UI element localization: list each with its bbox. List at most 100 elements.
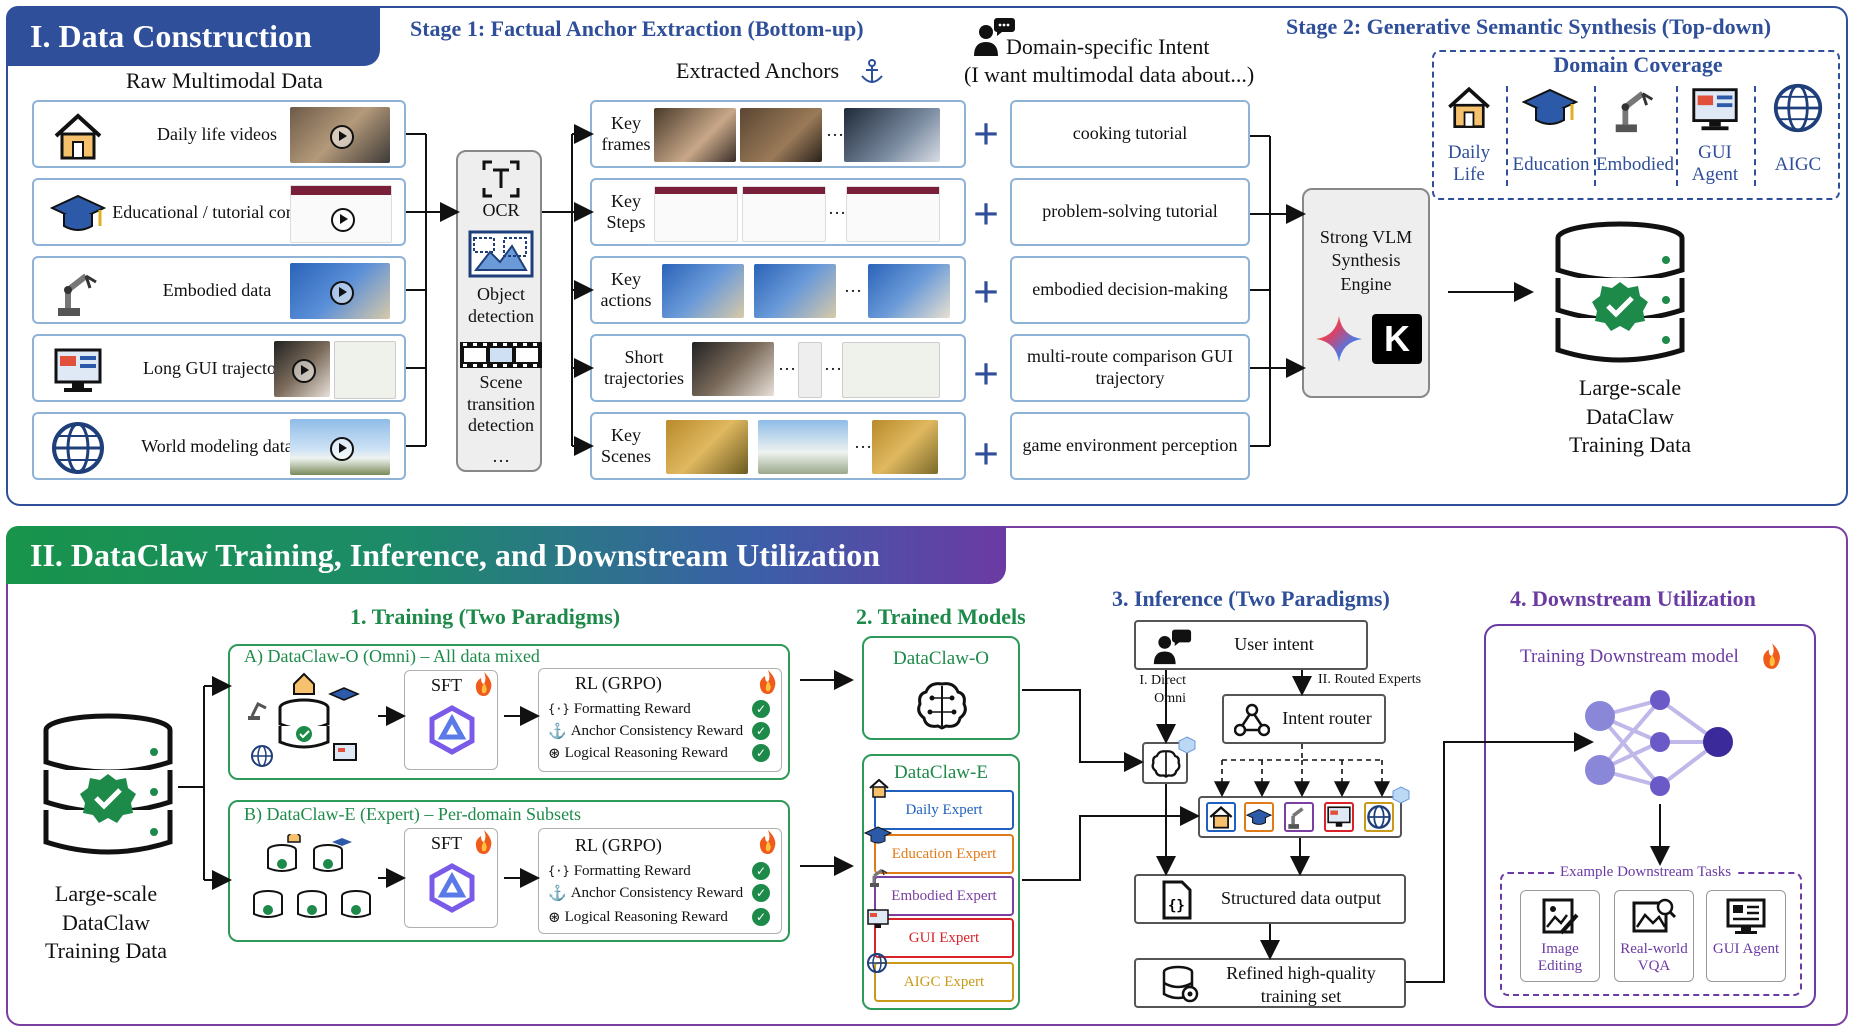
tool-ocr: OCR [482,200,520,220]
map-thumbnail [334,341,396,399]
refined-set-box: Refined high-quality training set [1134,958,1406,1008]
task-label: Real-world VQA [1620,941,1688,975]
anchor-label: Short trajectories [604,347,684,388]
stage1-title: Stage 1: Factual Anchor Extraction (Bott… [410,16,864,41]
database-icon [40,712,176,862]
downstream-header: 4. Downstream Utilization [1510,586,1756,611]
intent-embodied: embodied decision-making [1010,256,1250,324]
play-icon [331,208,355,232]
reward-label: Logical Reasoning Reward [564,744,728,761]
fire-icon [473,671,495,697]
computer-screen-icon [1725,897,1767,937]
extraction-tools-panel: OCR Object detection Scene transition de… [456,150,542,472]
expert-slot-embodied [1284,802,1314,832]
domain-daily-life: Daily Life [1447,142,1491,185]
ellipsis: … [826,120,844,140]
globe-icon [1772,82,1824,134]
intent-gui: multi-route comparison GUI trajectory [1010,334,1250,402]
anchor-short-trajectories: Short trajectories … … [590,334,966,402]
reward-label: Logical Reasoning Reward [564,908,728,925]
anchor-key-scenes: Key Scenes … [590,412,966,480]
json-file-icon: {} [1160,880,1194,920]
video-thumbnail [290,185,392,243]
anchor-icon [858,58,886,86]
anchor-key-actions: Key actions … [590,256,966,324]
raw-data-header: Raw Multimodal Data [126,68,323,93]
database-gear-icon [1160,964,1200,1004]
database-icon [1552,220,1688,370]
play-icon [330,437,354,461]
raw-item-education: Educational / tutorial content [32,178,406,246]
video-thumbnail [290,419,390,475]
user-chat-icon [1152,626,1192,666]
domain-education: Education [1512,154,1590,175]
downstream-model-label: Training Downstream model [1520,646,1739,667]
expert-slot-daily [1206,802,1236,832]
check-icon: ✓ [752,722,770,740]
robot-arm-icon [50,264,106,320]
raw-item-label: Educational / tutorial content [112,201,322,222]
anchor-icon: ⚓ [548,723,567,740]
frame-thumbnail [844,108,940,162]
task-gui-agent: GUI Agent [1706,890,1786,982]
frame-thumbnail [654,108,736,162]
plus-icon: + [972,348,1000,399]
reward-label: Anchor Consistency Reward [570,722,744,739]
expert-gui: GUI Expert [874,918,1014,958]
expert-education: Education Expert [874,834,1014,874]
structured-output-label: Structured data output [1221,888,1381,908]
raw-item-label: Embodied data [162,279,272,300]
house-icon [868,778,890,798]
check-icon: ✓ [752,700,770,718]
slide-thumbnail [654,186,738,242]
reward-label: Formatting Reward [573,700,691,717]
anchor-label: Key Steps [606,191,646,232]
frame-thumbnail [758,420,848,474]
check-icon: ✓ [752,862,770,880]
fire-icon [473,829,495,855]
task-real-world-vqa: Real-world VQA [1614,890,1694,982]
sft-label: SFT [431,675,463,695]
graduation-cap-icon [1520,86,1580,130]
expert-selection-bar [1198,796,1402,838]
anchor-label: Key frames [601,113,651,154]
structured-output-box: {} Structured data output [1134,874,1406,924]
rl-label: RL (GRPO) [575,673,662,693]
sft-stage-a: SFT [404,670,498,770]
intent-router-box: Intent router [1222,694,1386,744]
example-tasks-label: Example Downstream Tasks [1556,864,1736,881]
plus-icon: + [972,266,1000,317]
stage2-title: Stage 2: Generative Semantic Synthesis (… [1286,14,1772,39]
play-icon [330,281,354,305]
cube-icon [1392,786,1410,804]
domain-aigc: AIGC [1774,154,1822,175]
check-icon: ✓ [752,744,770,762]
map-thumbnail [842,342,940,398]
frame-thumbnail [868,264,950,318]
training-header: 1. Training (Two Paradigms) [350,604,621,629]
ellipsis: … [844,276,862,296]
graduation-cap-icon [863,826,893,844]
direct-omni-label: I. Direct Omni [1139,673,1186,706]
reward-anchor-consistency: ⚓Anchor Consistency Reward ✓ [544,720,774,742]
raw-item-label: Long GUI trajectory [143,357,291,378]
play-icon [292,359,316,383]
section-title-training: II. DataClaw Training, Inference, and Do… [6,526,1006,584]
image-edit-icon [1541,897,1579,937]
model-logo-icon [427,863,477,913]
per-domain-databases-icon [250,828,390,932]
tool-object-detection: Object detection [468,284,534,326]
rl-label: RL (GRPO) [575,835,662,855]
graduation-cap-icon [49,186,107,242]
anchor-key-steps: Key Steps … [590,178,966,246]
frame-thumbnail [798,342,822,398]
domain-separator [1676,86,1678,186]
plus-icon: + [972,428,1000,479]
house-icon [1444,82,1494,132]
intent-problem-solving: problem-solving tutorial [1010,178,1250,246]
domain-gui-agent: GUI Agent [1691,142,1739,185]
sft-label: SFT [431,833,463,853]
expert-slot-education [1244,802,1274,832]
domain-coverage-title: Domain Coverage [1553,52,1723,77]
raw-item-world: World modeling data [32,412,406,480]
